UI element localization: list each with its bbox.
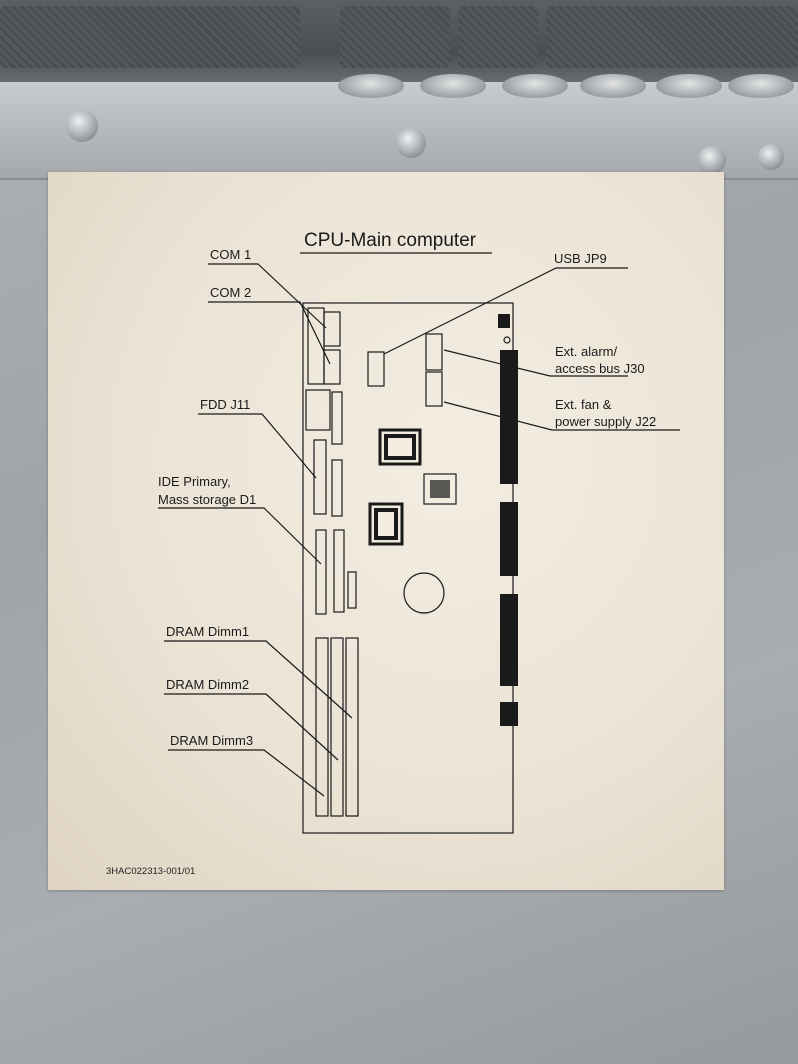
dimm-slot bbox=[330, 637, 344, 817]
diagram-title: CPU-Main computer bbox=[304, 230, 477, 251]
rail-slot bbox=[728, 74, 794, 98]
ide-leader bbox=[158, 507, 322, 565]
mount-hole bbox=[503, 336, 511, 344]
foam-pad bbox=[546, 6, 798, 68]
chip-die bbox=[388, 438, 412, 456]
edge-connector-middle bbox=[500, 502, 518, 576]
usb-label: USB JP9 bbox=[554, 251, 607, 266]
chip-socket bbox=[423, 473, 457, 505]
com1-connector bbox=[323, 311, 341, 347]
header-connector bbox=[331, 391, 343, 445]
fdd-connector bbox=[305, 389, 331, 431]
ide-label-line2: Mass storage D1 bbox=[158, 492, 257, 507]
rivet bbox=[66, 110, 98, 142]
foam-pad bbox=[0, 6, 300, 68]
com1-label: COM 1 bbox=[210, 247, 252, 262]
alarm-label-line2: access bus J30 bbox=[555, 361, 645, 376]
rivet bbox=[396, 128, 426, 158]
foam-gasket-strip bbox=[0, 0, 798, 88]
ide-connector bbox=[313, 439, 327, 515]
rail-slot bbox=[580, 74, 646, 98]
rail-slot bbox=[338, 74, 404, 98]
socket-core bbox=[430, 480, 450, 498]
ext-alarm-connector bbox=[425, 333, 443, 371]
fan-label-line2: power supply J22 bbox=[555, 414, 657, 429]
edge-connector-upper bbox=[500, 350, 518, 484]
header-connector bbox=[333, 529, 345, 613]
chip bbox=[368, 502, 404, 546]
rail-slot bbox=[420, 74, 486, 98]
usb-connector bbox=[367, 351, 385, 387]
dimm3-label: DRAM Dimm3 bbox=[170, 733, 254, 748]
edge-connector-lower bbox=[500, 594, 518, 686]
chip bbox=[378, 428, 422, 466]
edge-connector-end bbox=[500, 702, 518, 726]
dimm3-leader bbox=[168, 749, 325, 797]
rail-slot bbox=[656, 74, 722, 98]
fan-label-line1: Ext. fan & bbox=[555, 397, 612, 412]
dimm1-leader bbox=[164, 640, 353, 719]
usb-leader bbox=[383, 267, 628, 355]
ext-fan-connector bbox=[425, 371, 443, 407]
rivet bbox=[758, 144, 784, 170]
com2-leader bbox=[208, 301, 331, 365]
fdd-leader bbox=[198, 413, 317, 479]
alarm-label-line1: Ext. alarm/ bbox=[555, 344, 618, 359]
dimm2-leader bbox=[164, 693, 339, 761]
chip-die bbox=[378, 512, 394, 536]
header-connector bbox=[331, 459, 343, 517]
alarm-leader bbox=[443, 349, 628, 377]
fdd-label: FDD J11 bbox=[200, 397, 251, 412]
corner-chip bbox=[498, 314, 510, 328]
rivet bbox=[698, 146, 726, 174]
header-connector bbox=[347, 571, 357, 609]
foam-pad bbox=[458, 6, 538, 68]
battery bbox=[403, 572, 445, 614]
ide-label-line1: IDE Primary, bbox=[158, 474, 231, 489]
foam-pad bbox=[340, 6, 450, 68]
dimm1-label: DRAM Dimm1 bbox=[166, 624, 250, 639]
dimm-slot bbox=[315, 637, 329, 817]
dimm2-label: DRAM Dimm2 bbox=[166, 677, 250, 692]
rail-slot bbox=[502, 74, 568, 98]
mass-storage-connector bbox=[315, 529, 327, 615]
fan-leader bbox=[443, 401, 680, 431]
com2-label: COM 2 bbox=[210, 285, 252, 300]
document-number: 3HAC022313-001/01 bbox=[106, 866, 196, 877]
com1-leader bbox=[208, 263, 327, 329]
com2-connector bbox=[323, 349, 341, 385]
dimm-slot bbox=[345, 637, 359, 817]
